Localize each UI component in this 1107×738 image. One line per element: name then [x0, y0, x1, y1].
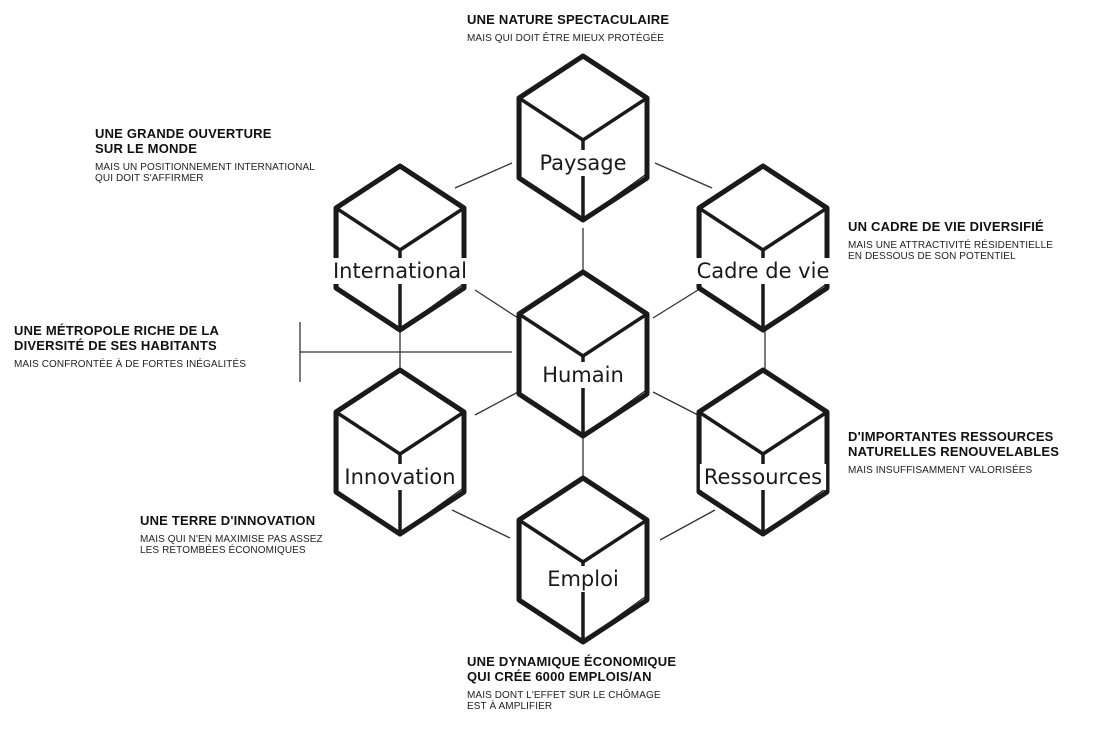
- note-paysage-heading: UNE NATURE SPECTACULAIRE: [467, 12, 670, 27]
- note-cadre-de-vie-subtext: MAIS UNE ATTRACTIVITÉ RÉSIDENTIELLE EN D…: [848, 239, 1054, 263]
- note-cadre-de-vie: UN CADRE DE VIE DIVERSIFIÉ MAIS UNE ATTR…: [848, 219, 1054, 263]
- cube-sketch-strokes: [520, 57, 646, 219]
- cube-paysage: Paysage: [516, 53, 650, 223]
- connector-line: [454, 162, 513, 189]
- cube-sketch-strokes: [520, 273, 646, 435]
- note-emploi-subtext: MAIS DONT L'EFFET SUR LE CHÔMAGE EST À A…: [467, 689, 661, 713]
- cube-sketch-strokes: [337, 371, 463, 533]
- cube-label-background: [538, 362, 628, 388]
- note-ressources-heading: D'IMPORTANTES RESSOURCES NATURELLES RENO…: [848, 429, 1060, 459]
- cube-label-humain: Humain: [542, 363, 624, 387]
- note-paysage-subtext: MAIS QUI DOIT ÊTRE MIEUX PROTÉGÉE: [467, 32, 665, 44]
- cube-sketch-strokes: [520, 479, 646, 641]
- note-cadre-de-vie-heading: UN CADRE DE VIE DIVERSIFIÉ: [848, 219, 1044, 234]
- connector-line: [451, 509, 511, 539]
- cube-label-emploi: Emploi: [547, 567, 619, 591]
- cube-label-paysage: Paysage: [539, 151, 626, 175]
- note-international-heading: UNE GRANDE OUVERTURE SUR LE MONDE: [95, 126, 272, 156]
- cube-label-background: [543, 566, 623, 592]
- cube-label-background: [699, 464, 827, 490]
- cube-humain: Humain: [516, 269, 650, 439]
- note-emploi-heading: UNE DYNAMIQUE ÉCONOMIQUE QUI CRÉE 6000 E…: [467, 654, 677, 684]
- cube-international: International: [328, 163, 472, 333]
- cube-label-ressources: Ressources: [704, 465, 822, 489]
- cube-cadre-de-vie: Cadre de vie: [692, 163, 834, 333]
- note-humain-heading: UNE MÉTROPOLE RICHE DE LA DIVERSITÉ DE S…: [14, 323, 220, 353]
- cube-label-background: [692, 258, 834, 284]
- cube-innovation: Innovation: [333, 367, 467, 537]
- note-ressources-subtext: MAIS INSUFFISAMMENT VALORISÉES: [848, 464, 1033, 476]
- note-humain-subtext: MAIS CONFRONTÉE À DE FORTES INÉGALITÉS: [14, 358, 246, 370]
- cube-label-background: [535, 150, 631, 176]
- note-paysage: UNE NATURE SPECTACULAIRE MAIS QUI DOIT Ê…: [467, 12, 670, 44]
- note-international: UNE GRANDE OUVERTURE SUR LE MONDE MAIS U…: [95, 126, 315, 185]
- note-innovation-subtext: MAIS QUI N'EN MAXIMISE PAS ASSEZ LES RET…: [140, 533, 323, 557]
- connector-line: [654, 162, 713, 189]
- connector-line: [659, 509, 716, 541]
- note-humain: UNE MÉTROPOLE RICHE DE LA DIVERSITÉ DE S…: [14, 323, 246, 370]
- cube-label-innovation: Innovation: [344, 465, 455, 489]
- cube-emploi: Emploi: [516, 475, 650, 645]
- note-international-subtext: MAIS UN POSITIONNEMENT INTERNATIONAL QUI…: [95, 161, 315, 185]
- note-emploi: UNE DYNAMIQUE ÉCONOMIQUE QUI CRÉE 6000 E…: [467, 654, 677, 713]
- connector-line: [652, 289, 699, 319]
- cube-label-background: [340, 464, 460, 490]
- connector-lines: [299, 162, 766, 541]
- note-innovation-heading: UNE TERRE D'INNOVATION: [140, 513, 316, 528]
- note-innovation: UNE TERRE D'INNOVATION MAIS QUI N'EN MAX…: [140, 513, 323, 557]
- cube-label-background: [328, 258, 472, 284]
- note-ressources: D'IMPORTANTES RESSOURCES NATURELLES RENO…: [848, 429, 1060, 476]
- connector-line: [652, 391, 699, 416]
- connector-line: [474, 289, 519, 319]
- cube-label-cadre-de-vie: Cadre de vie: [697, 259, 830, 283]
- cube-ressources: Ressources: [696, 367, 830, 537]
- connector-line: [474, 391, 519, 416]
- cube-label-international: International: [333, 259, 467, 283]
